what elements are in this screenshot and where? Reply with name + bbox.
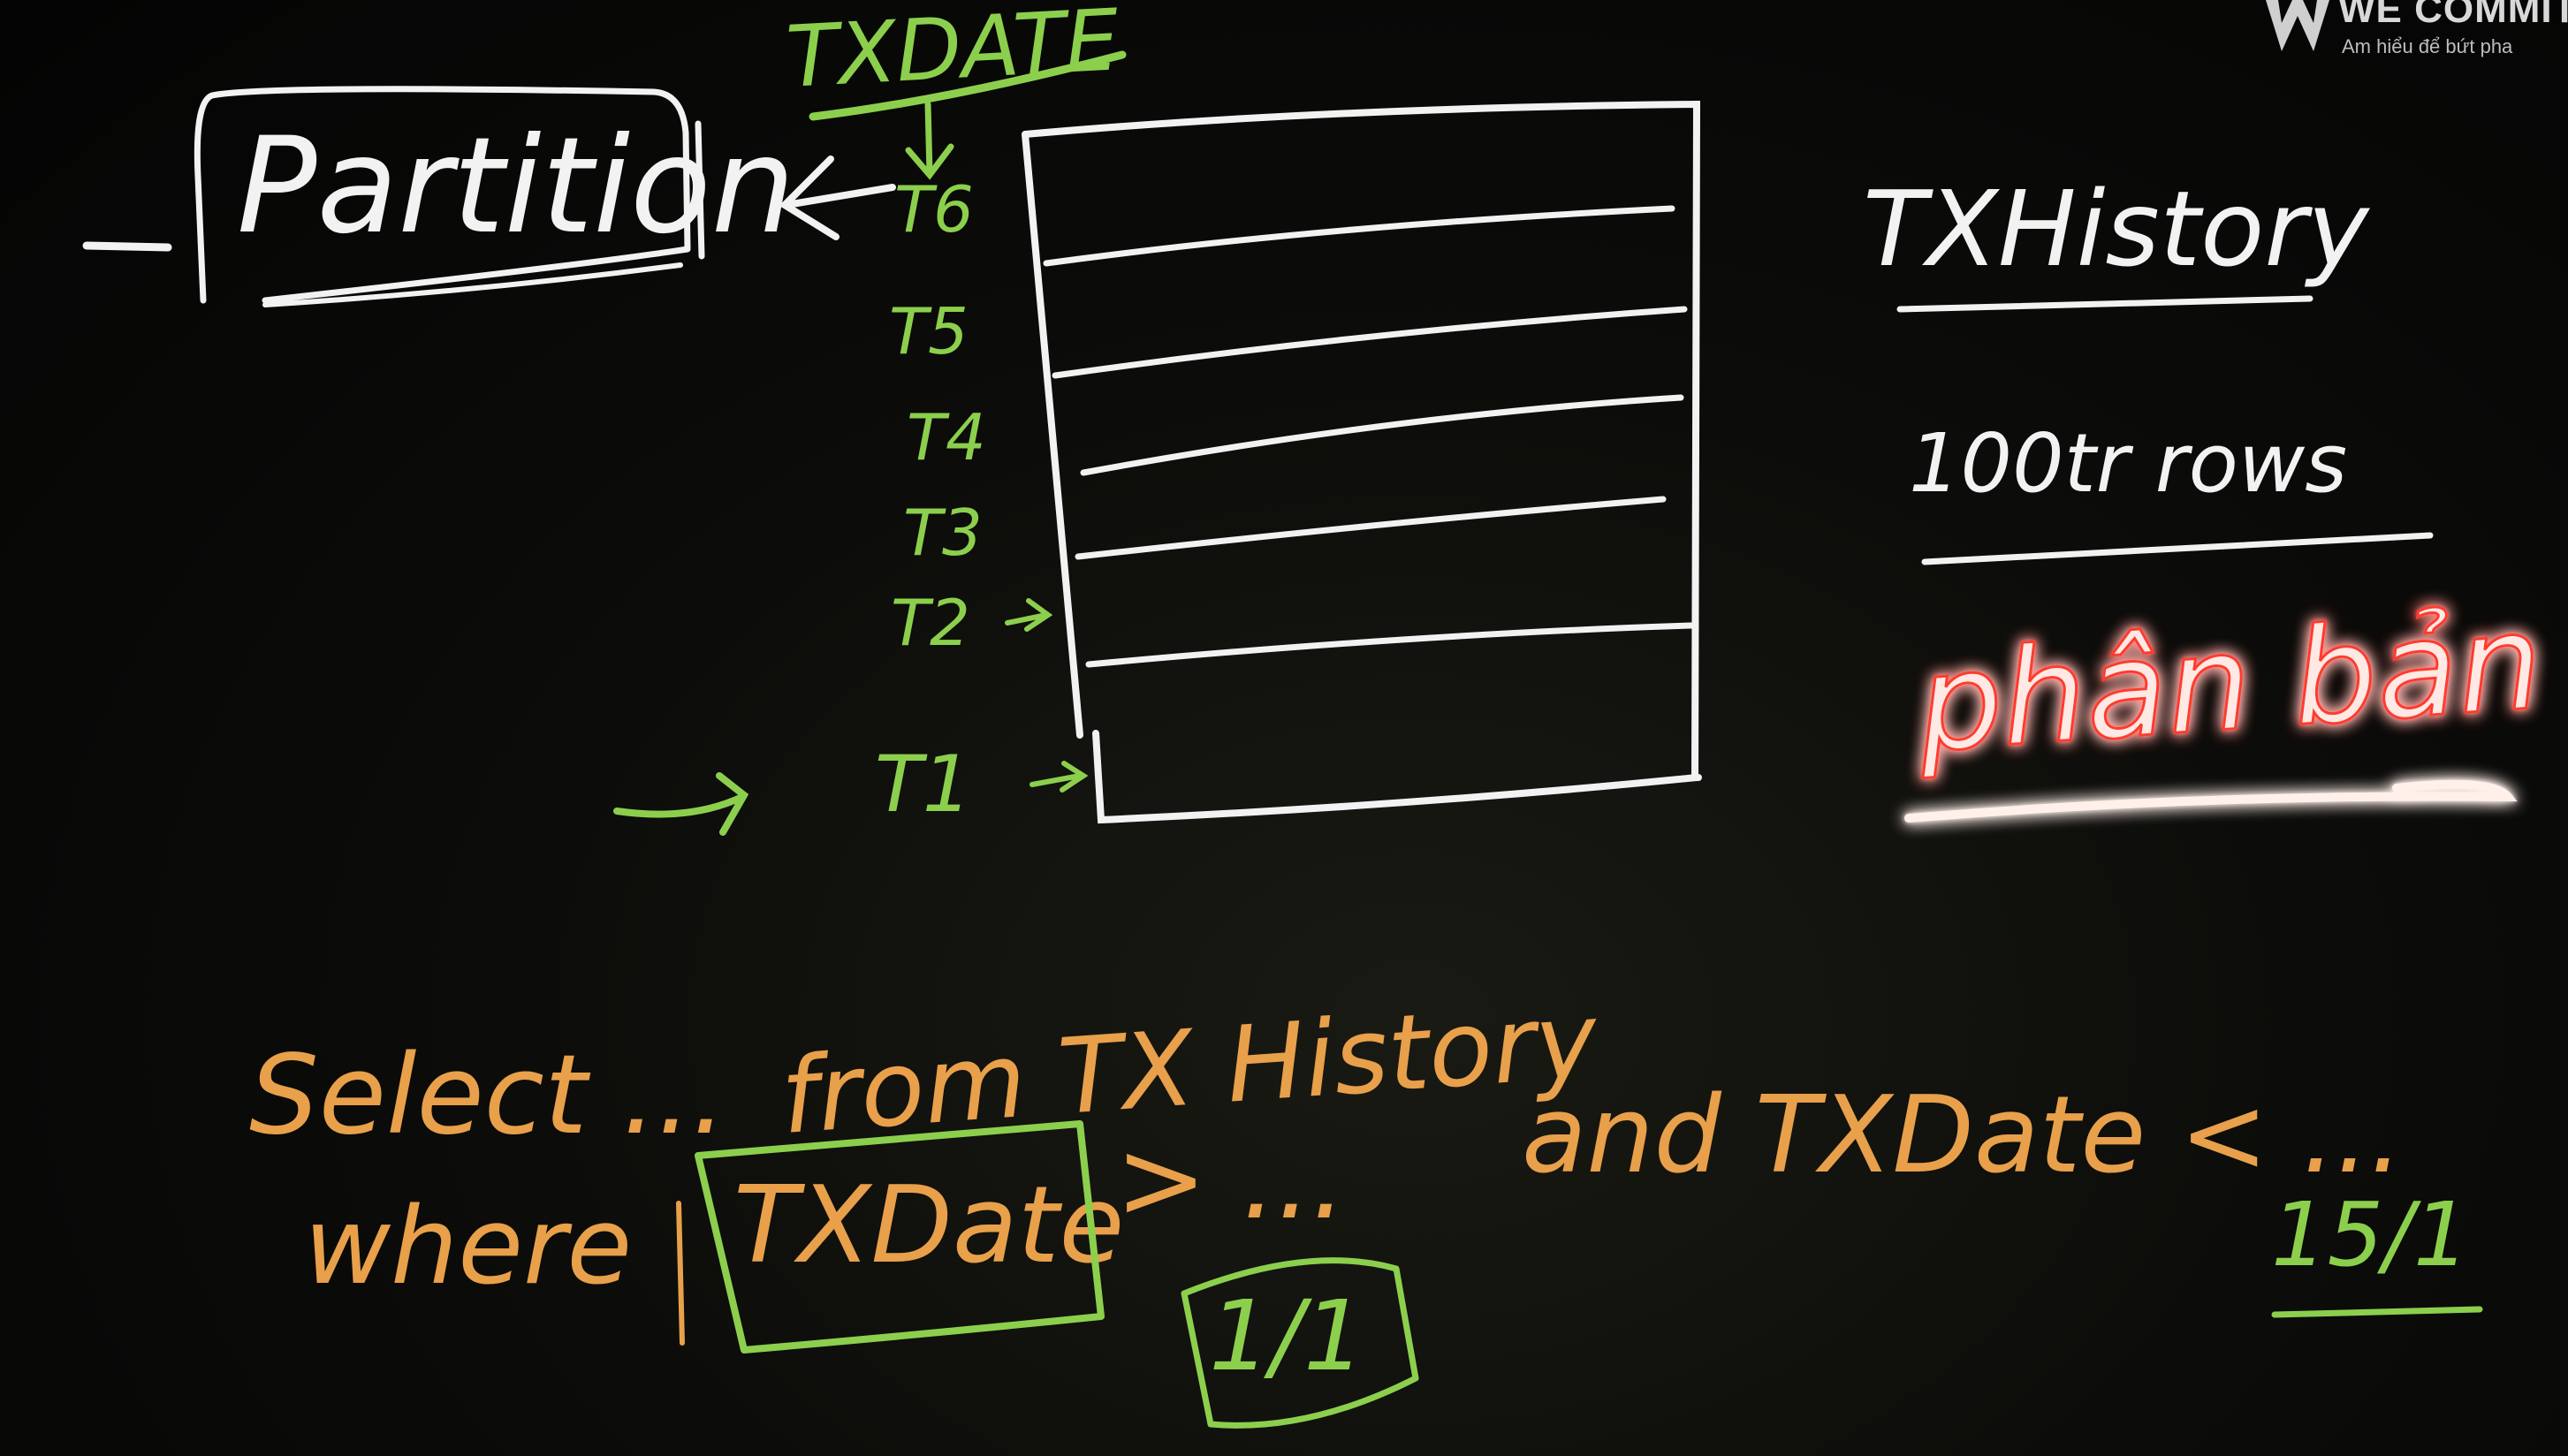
t1-arrow — [1029, 761, 1089, 792]
query-end-date: 15/1 — [2271, 1183, 2470, 1286]
partition-box-right-edge — [695, 120, 705, 260]
query-where: where — [304, 1186, 632, 1308]
table-divider-1 — [1043, 205, 1675, 267]
highlight-underline — [1904, 779, 2518, 823]
partition-label: Partition — [82, 86, 896, 307]
partitioned-table — [1022, 100, 1702, 824]
row-count-underline — [1921, 532, 2434, 565]
t2-arrow — [1005, 598, 1053, 632]
table-divider-2 — [1052, 306, 1688, 379]
table-outline — [1022, 100, 1702, 824]
partition-dash — [82, 241, 172, 252]
txdate-label-text: TXDATE — [784, 0, 1121, 107]
table-divider-5 — [1085, 622, 1695, 668]
table-divider-4 — [1075, 496, 1667, 560]
txdate-column-label: TXDATE — [784, 0, 1127, 180]
partition-ranges: T6 T5 T4 T3 T2 T1 — [613, 172, 1089, 836]
partition-underline — [262, 262, 683, 307]
brand-logo: WE COMMIT Am hiểu để bứt pha — [2232, 0, 2568, 71]
partition-arrow — [779, 155, 896, 240]
partition-t1: T1 — [875, 739, 972, 830]
logo-tagline: Am hiểu để bứt pha — [2342, 35, 2513, 57]
txdate-underline — [809, 50, 1127, 121]
partition-t5: T5 — [889, 294, 969, 368]
table-name: TXHistory — [1863, 168, 2371, 290]
logo-brand-name: WE COMMIT — [2338, 0, 2568, 31]
query-select: Select ... — [249, 1032, 726, 1159]
partition-box — [194, 86, 691, 304]
neon-highlight: phân bản — [1904, 584, 2549, 823]
txdate-down-arrow — [905, 101, 954, 180]
partition-t2: T2 — [891, 586, 970, 660]
partition-t3: T3 — [903, 496, 983, 570]
partition-text: Partition — [237, 110, 795, 263]
query-column: TXDate — [733, 1164, 1124, 1287]
end-date-underline — [2271, 1306, 2483, 1318]
partition-t6: T6 — [894, 172, 974, 246]
we-commit-logo-icon — [2266, 0, 2329, 51]
highlight-text: phân bản — [1912, 585, 2548, 782]
row-count: 100tr rows — [1909, 416, 2347, 511]
left-pointer-arrow — [613, 772, 749, 836]
table-name-underline — [1896, 295, 2313, 313]
query-operator: > ... — [1115, 1117, 1347, 1244]
table-info: TXHistory 100tr rows — [1863, 168, 2434, 565]
column-highlight-box — [695, 1120, 1105, 1354]
query-and-clause: and TXDate < ... — [1522, 1074, 2404, 1197]
table-divider-3 — [1080, 394, 1684, 476]
column-box-bar — [676, 1201, 685, 1346]
query-start-date: 1/1 — [1209, 1279, 1365, 1392]
partition-t4: T4 — [907, 400, 986, 474]
start-date-circle — [1181, 1257, 1419, 1429]
sql-query: Select ... from TX History where TXDate … — [249, 979, 2483, 1429]
